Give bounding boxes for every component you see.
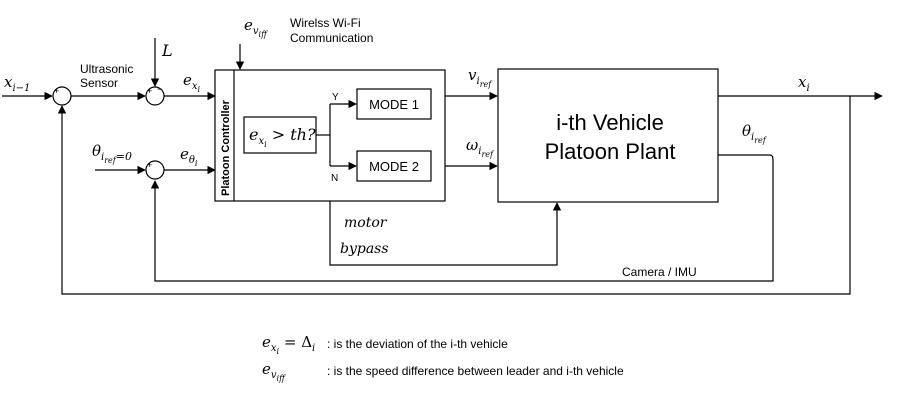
label-sensor: Sensor	[80, 76, 118, 90]
label-theta-ref0: θiref=0	[92, 142, 132, 165]
wire-theta-feedback	[150, 154, 774, 282]
label-wifi: Wirelss Wi-Fi	[290, 16, 361, 30]
mode1-label: MODE 1	[369, 97, 419, 112]
label-xi: xi	[798, 73, 810, 94]
sign-j1-plus: +	[54, 86, 59, 96]
sign-j2-plus: +	[147, 86, 152, 96]
svg-text:eviff: eviff	[262, 360, 286, 383]
label-L: L	[161, 41, 173, 60]
label-bypass: bypass	[340, 241, 389, 257]
wire-x-feedback	[57, 96, 851, 295]
sign-j3-plus: +	[147, 160, 152, 170]
label-communication: Communication	[290, 31, 373, 45]
plant-label-1: i-th Vehicle	[556, 110, 664, 135]
label-camera: Camera / IMU	[622, 265, 697, 279]
label-theta-out: θiref	[742, 122, 768, 145]
plant-label-2: Platoon Plant	[545, 139, 676, 164]
legend-line-1: exi = Δi : is the deviation of the i-th …	[262, 333, 508, 356]
label-w-ref: ωiref	[466, 136, 495, 159]
sign-j3-minus: −	[153, 174, 158, 184]
sign-j2-minus: −	[157, 84, 162, 94]
condition-label: exi > th?	[249, 125, 316, 149]
svg-text:: is the speed difference betw: : is the speed difference between leader…	[327, 364, 624, 378]
label-motor: motor	[344, 215, 388, 231]
controller-label: Platoon Controller	[220, 99, 232, 196]
mode2-label: MODE 2	[369, 159, 419, 174]
label-etheta: eθi	[180, 145, 198, 168]
label-ex: exi	[183, 71, 201, 94]
label-no: N	[331, 173, 338, 184]
sign-j1-minus: −	[60, 100, 65, 110]
legend-line-2: eviff : is the speed difference between …	[262, 360, 624, 383]
mode1-box	[356, 88, 432, 120]
label-v-ref: viref	[468, 66, 493, 89]
label-ev: eviff	[244, 16, 268, 39]
label-x-im1: xi−1	[4, 73, 30, 94]
svg-text:: is the deviation of the i-th: : is the deviation of the i-th vehicle	[327, 337, 508, 351]
mode2-box	[356, 150, 432, 182]
label-yes: Y	[332, 92, 339, 103]
svg-text:exi = Δi: exi = Δi	[262, 333, 315, 356]
wire-motor-bypass	[329, 201, 562, 266]
plant-block	[497, 68, 719, 203]
label-ultrasonic: Ultrasonic	[80, 62, 133, 76]
